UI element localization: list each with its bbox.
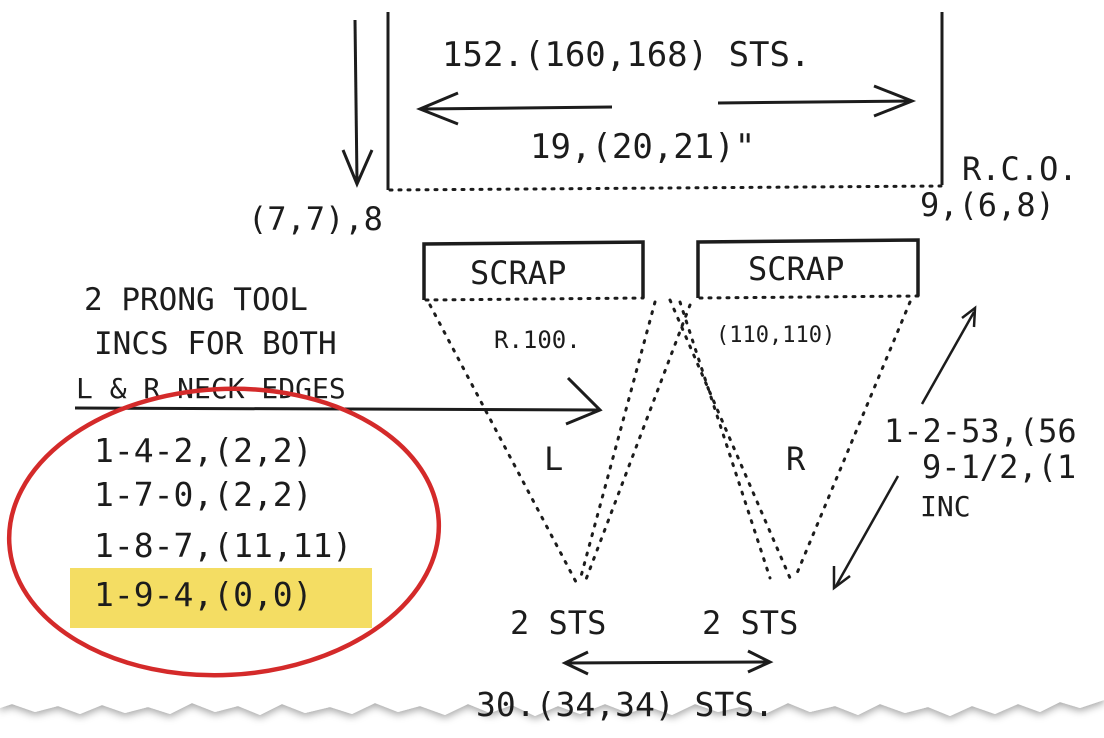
left-sequence-row-4: 1-9-4,(0,0) xyxy=(94,575,313,614)
bottom-left-stitches: 2 STS xyxy=(510,604,606,642)
width-arrow-left-head xyxy=(416,91,459,126)
right-note-line-3: INC xyxy=(920,490,971,523)
top-box-outline xyxy=(386,12,944,190)
tool-note-line-1: 2 PRONG TOOL xyxy=(84,282,308,318)
width-arrow-right-head xyxy=(873,84,917,118)
highlight-marker xyxy=(70,568,372,628)
bottom-arrow-head-right xyxy=(747,649,774,674)
right-note-line-2: 9-1/2,(1 xyxy=(922,448,1076,486)
top-box-stitches: 152.(160,168) STS. xyxy=(442,35,810,75)
top-box-dotted-bottom xyxy=(388,184,944,192)
rco-arrow-down-head xyxy=(832,566,851,591)
left-sequence-row-3: 1-8-7,(11,11) xyxy=(94,526,352,565)
scrap-box-right-dotted xyxy=(698,294,920,300)
top-box-width: 19,(20,21)" xyxy=(530,127,755,167)
rco-arrow-up-shaft xyxy=(920,311,976,405)
scrap-right-rows: (110,110) xyxy=(716,323,835,348)
corner-left-count: (7,7),8 xyxy=(248,200,383,238)
down-arrow-head xyxy=(341,149,374,188)
width-arrow-right-shaft xyxy=(717,99,913,105)
annotation-circle xyxy=(6,386,442,678)
bottom-total-stitches: 30.(34,34) STS. xyxy=(476,685,774,724)
left-sequence-row-2: 1-7-0,(2,2) xyxy=(94,475,313,514)
down-arrow-shaft xyxy=(353,19,359,183)
side-label-right: R xyxy=(786,440,806,478)
bottom-arrow-shaft xyxy=(564,660,771,665)
scrap-left-label: SCRAP xyxy=(470,254,566,292)
scrap-right-label: SCRAP xyxy=(748,250,844,288)
tool-note-line-2: INCS FOR BOTH xyxy=(94,326,337,362)
neck-shaping-dotted-lines xyxy=(428,298,912,584)
scrap-box-right-outline xyxy=(696,238,920,298)
rco-arrow-up-head xyxy=(961,305,977,328)
bottom-right-stitches: 2 STS xyxy=(702,604,798,642)
scrap-box-left-dotted xyxy=(424,296,645,302)
scrap-box-left-outline xyxy=(422,240,645,300)
width-arrow-left-shaft xyxy=(419,105,613,111)
scrap-left-rows: R.100. xyxy=(494,326,581,354)
right-note-line-1: 1-2-53,(56 xyxy=(884,412,1077,450)
bottom-arrow-head-left xyxy=(561,650,589,676)
rco-label: R.C.O. xyxy=(962,150,1078,188)
corner-right-count: 9,(6,8) xyxy=(920,186,1055,224)
side-label-left: L xyxy=(544,440,563,478)
paper-sheet xyxy=(0,0,1104,716)
rco-arrow-down-shaft xyxy=(834,475,900,587)
tool-note-arrow-head xyxy=(565,376,603,426)
left-sequence-row-1: 1-4-2,(2,2) xyxy=(94,431,313,470)
